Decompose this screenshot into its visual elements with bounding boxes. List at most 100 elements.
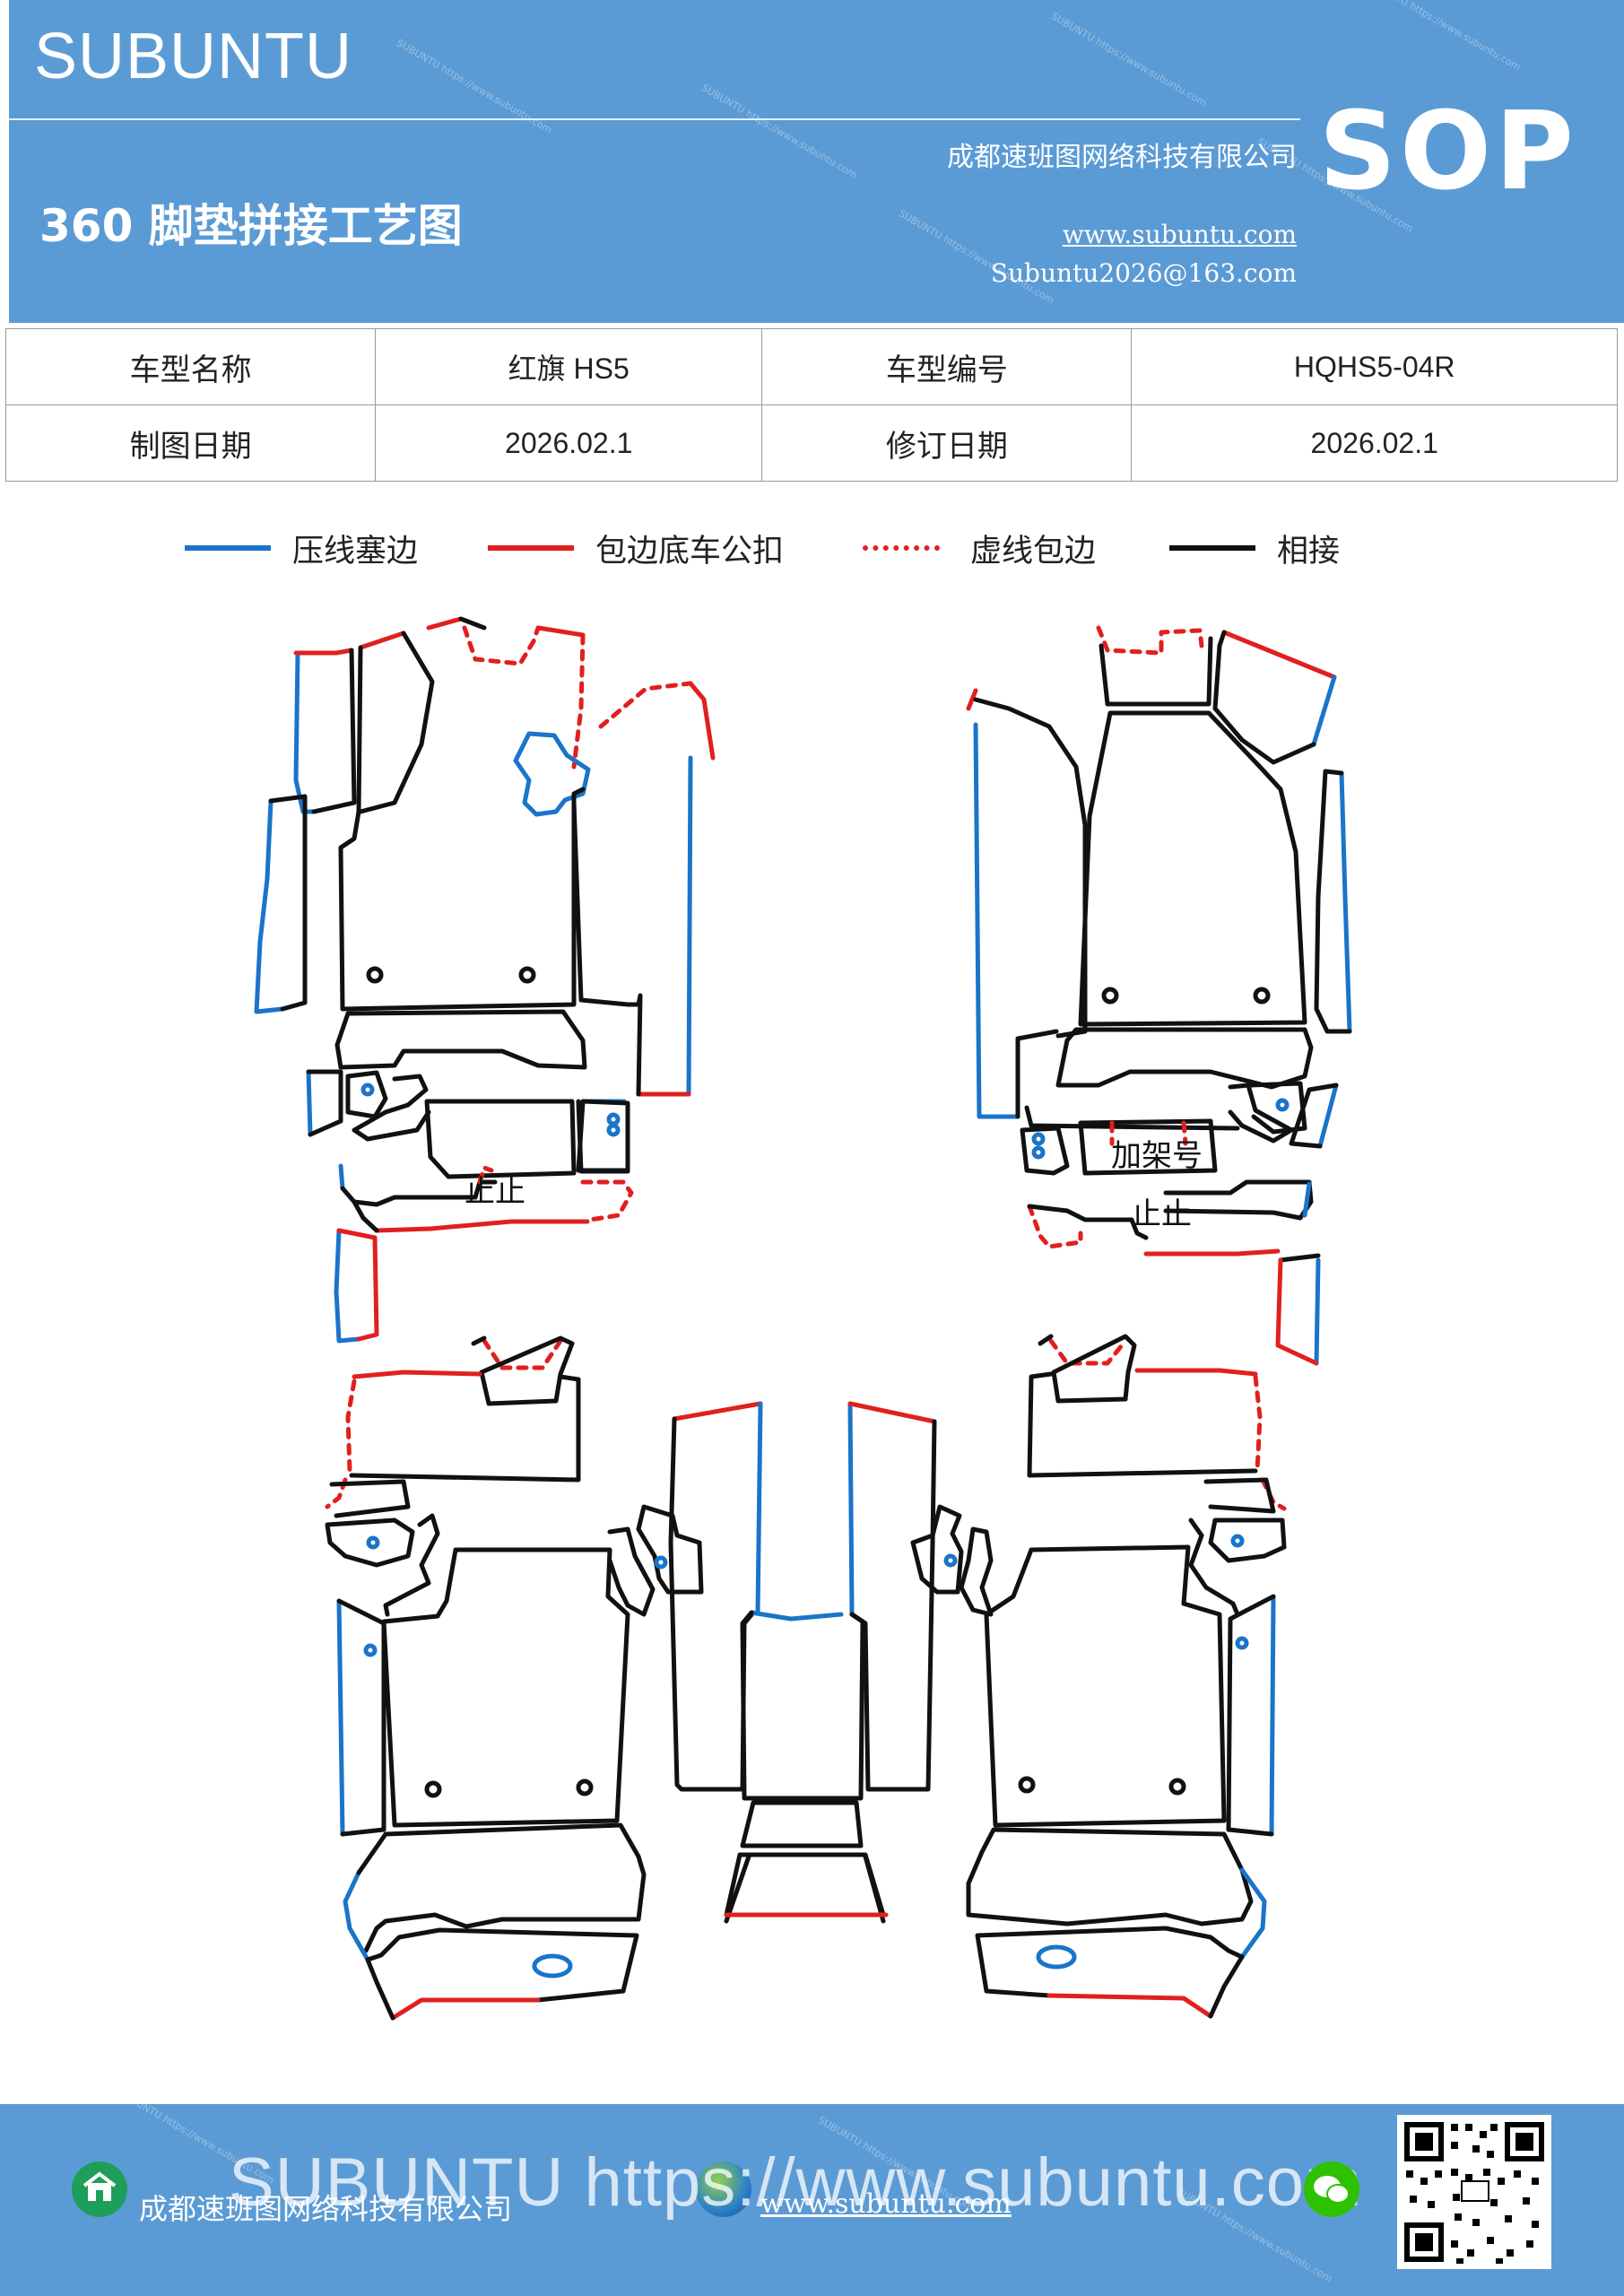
side-tab	[325, 1518, 415, 1568]
tunnel-panel	[1078, 1118, 1218, 1176]
edge-black	[356, 645, 363, 814]
edge-black	[1289, 1083, 1339, 1149]
edge-blue	[755, 1401, 763, 1615]
globe-icon	[696, 2161, 751, 2217]
edge-dashed	[1096, 625, 1204, 656]
lower-piece	[345, 1070, 388, 1119]
table-cell: 车型编号	[761, 328, 1133, 405]
floor-mat-diagram: .k{stroke:#111;stroke-width:5;fill:none;…	[254, 616, 1352, 2021]
clip-hole-blue	[606, 1112, 621, 1126]
edge-red	[672, 1401, 763, 1422]
brand-name: SUBUNTU	[34, 21, 353, 92]
legend-swatch-blue	[185, 545, 271, 551]
edge-dashed	[1048, 1338, 1128, 1366]
edge-red	[1046, 1993, 1213, 2019]
edge-blue	[1302, 1181, 1312, 1218]
edge-black	[1188, 1518, 1240, 1617]
clip-hole	[424, 1780, 442, 1798]
legend-swatch-black	[1169, 545, 1255, 551]
header-divider	[9, 118, 1300, 120]
edge-black	[352, 1199, 379, 1233]
table-cell: 2026.02.1	[375, 404, 763, 482]
edge-red	[847, 1401, 937, 1424]
qr-code	[1397, 2115, 1551, 2269]
edge-dashed	[1253, 1374, 1263, 1474]
edge-blue	[973, 722, 1020, 1119]
clip-hole	[1101, 987, 1119, 1004]
edge-black	[1203, 1477, 1276, 1514]
edge-red	[966, 688, 978, 711]
tunnel-top	[740, 1610, 865, 1801]
edge-black	[383, 1513, 440, 1617]
edge-black	[349, 1374, 581, 1483]
legend-label: 包边底车公扣	[595, 533, 785, 570]
side-tab	[959, 1526, 994, 1617]
edge-blue	[749, 1610, 844, 1622]
lower-piece	[1248, 1081, 1307, 1135]
edge-dashed	[1027, 1204, 1083, 1249]
edge-dashed	[462, 625, 541, 666]
edge-blue	[1239, 1867, 1267, 1960]
clip-hole	[518, 966, 536, 984]
footer-website-link[interactable]: www.subuntu.com	[760, 2188, 1012, 2220]
edge-dashed	[345, 1378, 357, 1474]
top-small-pad	[1099, 636, 1213, 707]
edge-black	[336, 1598, 386, 1837]
edge-blue	[293, 650, 317, 814]
clip-hole-blue	[360, 1083, 375, 1097]
edge-blue	[1311, 674, 1337, 747]
right-box	[576, 1099, 630, 1173]
footer-watermark-banner: SUBUNTU https://www.subuntu.com	[229, 2144, 1363, 2221]
clip-hole-blue	[1235, 1636, 1249, 1650]
edge-red	[374, 1219, 590, 1233]
side-tab	[1208, 1518, 1287, 1563]
edge-blue	[1269, 1594, 1276, 1837]
edge-black	[365, 1927, 639, 2003]
edge-red	[1275, 1257, 1319, 1366]
clip-hole	[1168, 1778, 1186, 1796]
sop-badge: SOP	[1318, 90, 1577, 214]
edge-black	[329, 1479, 411, 1518]
edge-black	[576, 1099, 630, 1174]
page-title: 360 脚垫拼接工艺图	[39, 200, 463, 252]
table-row: 制图日期 2026.02.1 修订日期 2026.02.1	[4, 404, 1618, 482]
top-tab	[471, 1335, 575, 1406]
edge-blue	[334, 1228, 361, 1344]
email-address: Subuntu2026@163.com	[990, 258, 1297, 288]
heel-section	[363, 1822, 647, 1953]
clip-hole-blue	[654, 1555, 668, 1570]
notch-blue	[513, 731, 591, 817]
edge-dashed	[598, 681, 693, 729]
edge-black	[1278, 1253, 1321, 1263]
edge-dashed	[482, 1338, 563, 1370]
vehicle-info-table: 车型名称 红旗 HS5 车型编号 HQHS5-04R 制图日期 2026.02.…	[4, 328, 1618, 482]
legend-swatch-red	[488, 545, 574, 551]
oval-hole	[532, 1953, 573, 1979]
heel-section	[334, 1009, 587, 1070]
legend-item: 虚线包边	[863, 526, 1096, 570]
edge-black	[1024, 1105, 1240, 1131]
left-front-mat: 止止	[254, 616, 716, 1344]
edge-red	[535, 625, 586, 638]
main-pad	[984, 1544, 1227, 1828]
table-cell: HQHS5-04R	[1131, 328, 1618, 405]
tunnel-mid	[740, 1800, 864, 1848]
edge-black	[1208, 1954, 1245, 2019]
tunnel-panel	[424, 1099, 577, 1179]
edge-black	[1027, 1204, 1149, 1240]
table-cell: 车型名称	[4, 328, 377, 405]
edge-red	[1221, 630, 1337, 680]
edge-blue	[336, 1598, 345, 1837]
header-banner: SUBUNTU https://www.subuntu.com SUBUNTU …	[9, 0, 1624, 323]
edge-red	[688, 681, 716, 761]
heel-section	[966, 1827, 1254, 1926]
edge-red	[336, 1228, 379, 1342]
clip-hole-blue	[606, 1123, 621, 1137]
joint-mark: 止止	[465, 1174, 525, 1210]
website-link[interactable]: www.subuntu.com	[1062, 220, 1297, 249]
side-tab	[636, 1504, 704, 1595]
edge-black	[1015, 1029, 1059, 1119]
main-pad	[338, 787, 586, 1012]
edge-black	[571, 800, 641, 1007]
clip-hole-blue	[1275, 1098, 1290, 1112]
